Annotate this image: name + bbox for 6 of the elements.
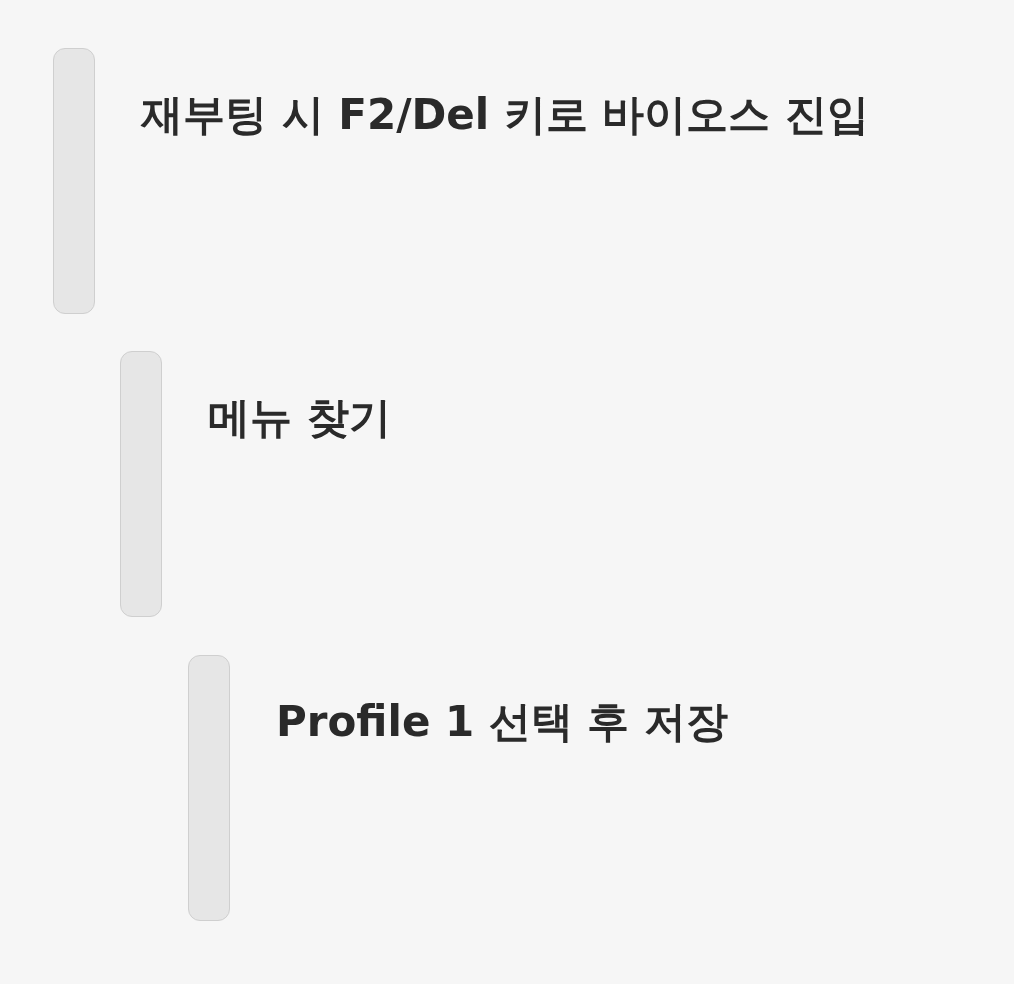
step-bar [188, 655, 230, 921]
step-bar [53, 48, 95, 314]
step-text: 재부팅 시 F2/Del 키로 바이오스 진입 [141, 89, 871, 141]
step-text: 메뉴 찾기 [208, 392, 392, 444]
step-bar [120, 351, 162, 617]
step-text: Profile 1 선택 후 저장 [276, 696, 730, 748]
